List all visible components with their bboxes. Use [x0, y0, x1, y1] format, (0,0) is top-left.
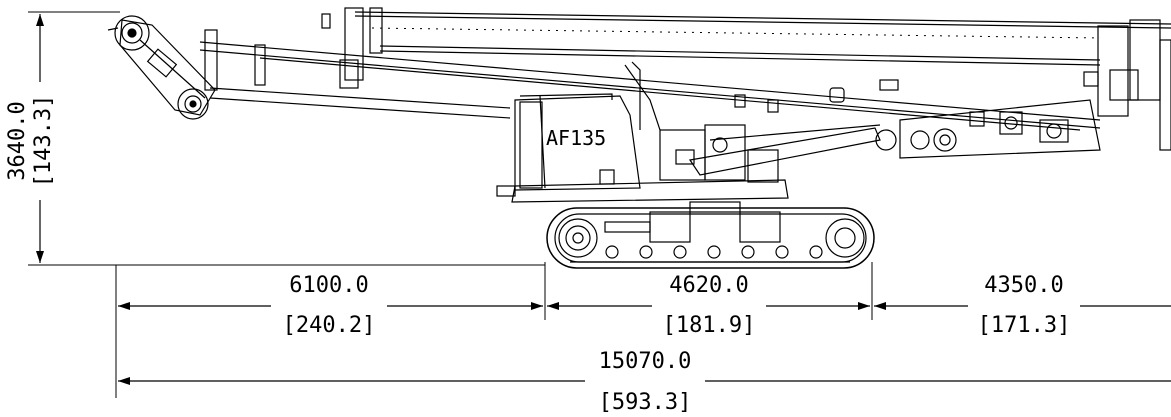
- overall-length-dimension: 15070.0 [593.3]: [118, 349, 1171, 415]
- height-in-label: [143.3]: [31, 95, 56, 188]
- crawler-track: [546, 201, 875, 269]
- height-dimension: 3640.0 [143.3]: [2, 11, 545, 266]
- track-length-in: [181.9]: [663, 313, 756, 338]
- front-overhang-in: [171.3]: [978, 313, 1071, 338]
- upper-carriage: AF135: [496, 61, 789, 203]
- track-length-mm: 4620.0: [669, 273, 748, 298]
- overall-length-mm: 15070.0: [599, 349, 692, 374]
- front-overhang-mm: 4350.0: [984, 273, 1063, 298]
- rear-overhang-in: [240.2]: [283, 313, 376, 338]
- track-length-dimension: 4620.0 [181.9]: [547, 273, 870, 338]
- machine: AF135: [107, 7, 1171, 269]
- boom: [199, 29, 1101, 131]
- crown-sheave: [107, 15, 216, 120]
- rear-overhang-dimension: 6100.0 [240.2]: [118, 273, 543, 338]
- luffing-arm: [688, 99, 1101, 176]
- overall-length-in: [593.3]: [599, 390, 692, 415]
- extension-lines: [115, 262, 873, 398]
- front-overhang-dimension: 4350.0 [171.3]: [874, 273, 1171, 338]
- drive-sprocket: [558, 218, 598, 258]
- rear-overhang-mm: 6100.0: [289, 273, 368, 298]
- mast: [321, 7, 1171, 151]
- height-mm-label: 3640.0: [5, 101, 30, 180]
- model-label: AF135: [546, 126, 606, 150]
- idler-wheel: [825, 218, 865, 258]
